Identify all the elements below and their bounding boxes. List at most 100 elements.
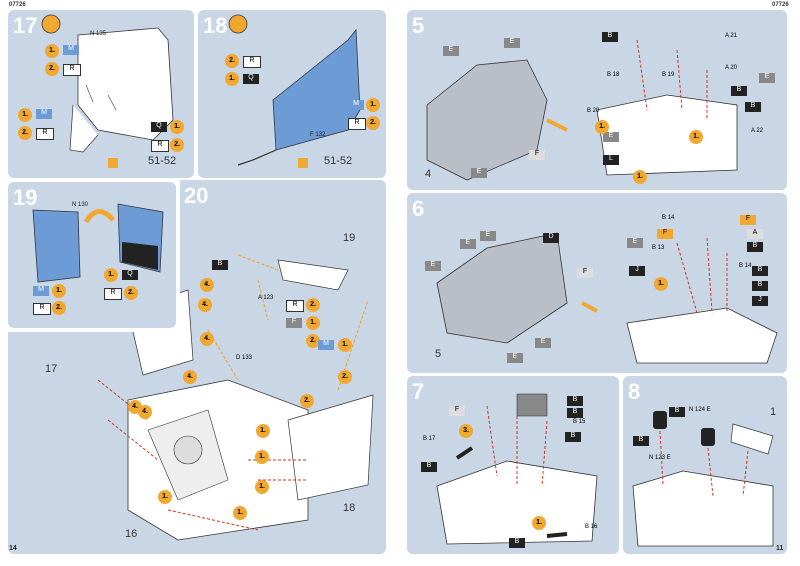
callout-4d-step20: 4. <box>183 370 197 384</box>
flag-b1-step6: B <box>747 242 763 252</box>
flag-r-step17: R <box>63 64 81 76</box>
step-6-panel: 6 5 B 14 B 13 B 14 E E E D F E E F F A B… <box>407 193 787 373</box>
flag-m-step18: M <box>348 100 364 110</box>
callout-2-step18: 1. <box>225 72 239 86</box>
flag-m-step17: M <box>63 45 79 55</box>
flag-e2-step5: E <box>504 38 520 48</box>
sheet-code-right: 07726 <box>772 2 789 8</box>
step-17-panel: 17 N 135 51-52 1. M 2. R 1. M 2. R Q 1. … <box>8 10 194 178</box>
step-5-number: 5 <box>412 13 425 38</box>
callout-1a-step5: 1. <box>633 170 647 184</box>
flag-m-step20: M <box>318 340 334 350</box>
flag-e1-step5: E <box>443 46 459 56</box>
step-8-part-n123: N 123 E <box>649 455 671 461</box>
callout-1-step18: 2. <box>225 54 239 68</box>
step-20-number: 20 <box>184 183 209 208</box>
step-7-part-b16: B 16 <box>585 524 598 530</box>
flag-b2-step5: B <box>731 86 747 96</box>
callout-1g-step20: 1. <box>256 424 270 438</box>
flag-m2-step17: M <box>36 109 52 119</box>
flag-q-step18: Q <box>243 74 259 84</box>
step-5-panel: 5 4 A 21 A 20 B 18 B 19 B 20 A 22 E E E … <box>407 10 787 190</box>
step-5-part-b18: B 18 <box>607 72 620 78</box>
flag-e3-step5: E <box>471 168 487 178</box>
step-5-label-4: 4 <box>425 168 432 180</box>
callout-4-step18: 2. <box>366 116 380 130</box>
step-20-label-19: 19 <box>343 232 356 244</box>
step-18-panel: 18 F 132 51-52 2. R 1. Q M 1. R 2. <box>198 10 386 178</box>
callout-2c-step20: 2. <box>338 370 352 384</box>
flag-e5-step6: E <box>507 353 523 363</box>
flag-b3-step7: B <box>565 432 581 442</box>
flag-b1-step7: B <box>567 396 583 406</box>
step-20-part-a123: A 123 <box>258 295 274 301</box>
flag-e3-step6: E <box>425 261 441 271</box>
callout-1e-step20: 1. <box>233 506 247 520</box>
flag-j1-step6: J <box>629 266 645 276</box>
flag-m-step19: M <box>33 286 49 296</box>
flag-e4-step6: E <box>535 338 551 348</box>
flag-l-step5: L <box>603 155 619 165</box>
step-6-illustration <box>436 232 778 364</box>
callout-4-step17: 2. <box>18 126 32 140</box>
step-20-label-18: 18 <box>343 502 356 514</box>
callout-1-step19: 1. <box>52 284 66 298</box>
callout-2b-step20: 2. <box>306 334 320 348</box>
flag-b5-step7: B <box>509 538 525 548</box>
step-18-ref: 51-52 <box>324 155 353 167</box>
step-5-part-b19: B 19 <box>662 72 675 78</box>
step-17-number: 17 <box>13 13 38 38</box>
flag-f-step5: F <box>529 150 545 160</box>
flag-b-step20: B <box>212 260 228 270</box>
callout-1-step6: 1. <box>654 277 668 291</box>
flag-e5-step5: E <box>603 132 619 142</box>
flag-r-step18: R <box>243 56 261 68</box>
step-7-part-b15: B 15 <box>573 419 586 425</box>
flag-e1-step6: E <box>460 239 476 249</box>
step-8-label-1: 1 <box>770 406 777 418</box>
flag-f1-step6: F <box>577 268 593 278</box>
step-8-part-n124: N 124 E <box>689 407 711 413</box>
flag-b2-step7: B <box>567 408 583 418</box>
callout-1b-step20: 1. <box>338 338 352 352</box>
step-17-part: N 135 <box>90 31 107 37</box>
flag-j2-step6: J <box>752 296 768 306</box>
callout-2a-step20: 2. <box>306 298 320 312</box>
callout-4a-step20: 4. <box>200 278 214 292</box>
flag-r2-step17: R <box>36 128 54 140</box>
flag-a-step6: A <box>747 229 763 239</box>
callout-6-step17: 2. <box>170 138 184 152</box>
step-19-illustration <box>32 203 164 283</box>
callout-2-step17: 2. <box>45 62 59 76</box>
flag-e4-step5: E <box>759 73 775 83</box>
step-20-part-d133: D 133 <box>236 355 253 361</box>
step-6-part-b13: B 13 <box>652 245 665 251</box>
callout-1d-step20: 1. <box>255 480 269 494</box>
flag-f3-step6: F <box>657 229 673 239</box>
step-6-part-b14: B 14 <box>662 215 675 221</box>
flag-b1-step8: B <box>669 407 685 417</box>
callout-1c-step20: 1. <box>255 450 269 464</box>
flag-e6-step6: E <box>627 238 643 248</box>
flag-b2-step8: B <box>633 436 649 446</box>
flag-b4-step7: B <box>421 462 437 472</box>
callout-4b-step20: 4. <box>198 298 212 312</box>
flag-d-step6: D <box>543 233 559 243</box>
step-20-label-16: 16 <box>125 528 138 540</box>
callout-1b-step5: 1. <box>595 120 609 134</box>
step-7-illustration <box>436 393 598 545</box>
callout-1a-step20: 1. <box>306 316 320 330</box>
step-8-illustration <box>632 411 774 547</box>
step-5-part-b20: B 20 <box>587 108 600 114</box>
flag-b1-step5: B <box>602 32 618 42</box>
step-6-label-5: 5 <box>435 348 442 360</box>
page-number-left: 14 <box>9 545 17 552</box>
flag-r2-step18: R <box>348 118 366 130</box>
flag-f2-step6: F <box>740 215 756 225</box>
flag-q-step19: Q <box>122 270 138 280</box>
callout-1-step7: 1. <box>532 516 546 530</box>
callout-3-step7: 3. <box>459 424 473 438</box>
callout-1-step17: 1. <box>45 44 59 58</box>
page-number-right: 11 <box>776 545 784 552</box>
step-6-number: 6 <box>412 196 425 221</box>
